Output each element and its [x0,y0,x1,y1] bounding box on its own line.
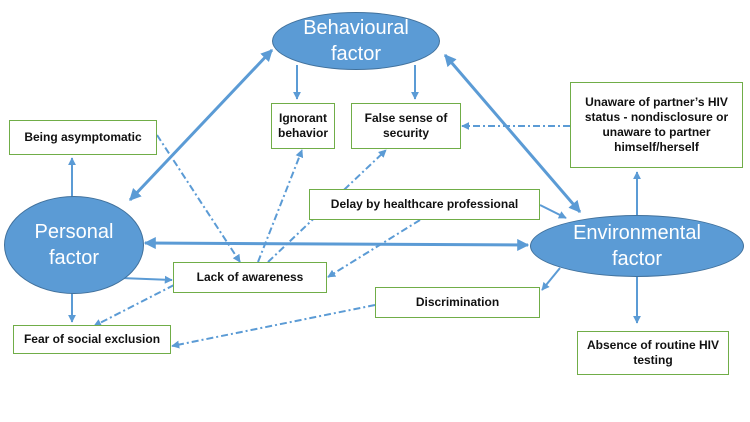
discrimination-box: Discrimination [375,287,540,318]
dashdot-delay-lack-awareness [327,219,421,278]
dashdot-lack-awareness-fear [93,284,175,327]
arrow-environmental-discrimination [541,267,561,291]
dashdot-asymptomatic-lack-awareness [156,134,241,263]
lack-of-awareness-box: Lack of awareness [173,262,327,293]
delay-by-healthcare-professional-box: Delay by healthcare professional [309,189,540,220]
ignorant-behavior-box: Ignorant behavior [271,103,335,149]
arrow-personal-environmental [143,237,530,251]
dashdot-discrimination-fear [171,304,376,349]
behavioural-factor-node: Behavioural factor [272,12,440,70]
arrow-personal-behavioural [128,48,274,202]
dashdot-lack-awareness-ignorant [257,149,304,263]
arrow-delay-environmental [539,204,567,219]
arrow-personal-lack-awareness [121,275,173,284]
unaware-of-partner-status-box: Unaware of partner’s HIV status - nondis… [570,82,743,168]
absence-of-routine-hiv-testing-box: Absence of routine HIV testing [577,331,729,375]
being-asymptomatic-box: Being asymptomatic [9,120,157,155]
false-sense-of-security-box: False sense of security [351,103,461,149]
personal-factor-node: Personal factor [4,196,144,294]
environmental-factor-node: Environmental factor [530,215,744,277]
arrow-behavioural-environmental [443,54,582,213]
fear-of-social-exclusion-box: Fear of social exclusion [13,325,171,354]
